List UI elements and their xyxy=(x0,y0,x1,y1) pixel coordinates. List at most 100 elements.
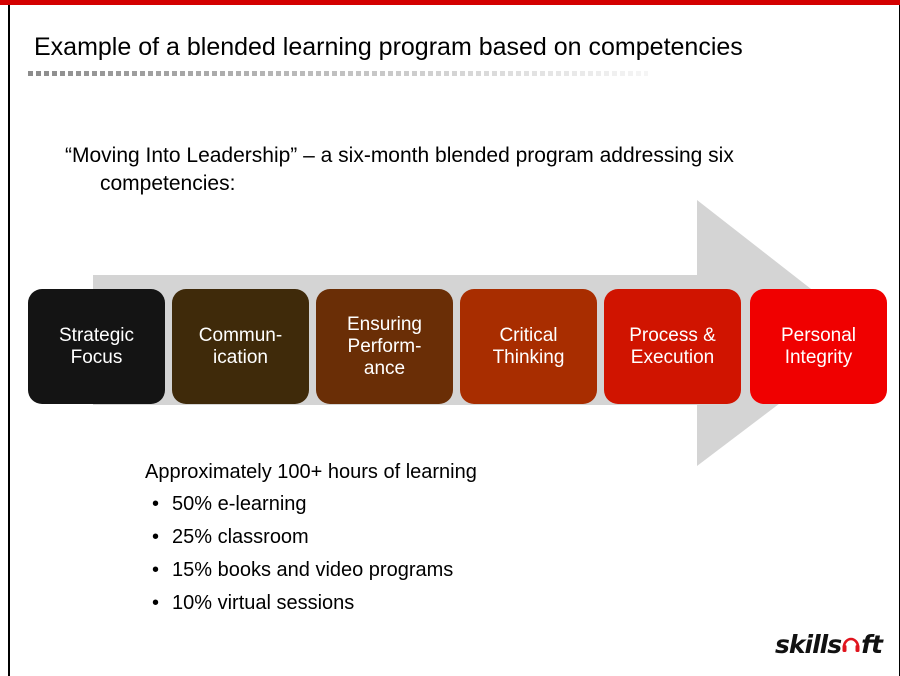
underline-dot xyxy=(308,71,313,76)
underline-dot xyxy=(116,71,121,76)
underline-dot xyxy=(492,71,497,76)
headphones-icon xyxy=(842,637,860,652)
competency-process-execution: Process & Execution xyxy=(604,289,741,404)
competency-strategic-focus: Strategic Focus xyxy=(28,289,165,404)
underline-dot xyxy=(180,71,185,76)
underline-dot xyxy=(332,71,337,76)
logo-text-left: skills xyxy=(775,630,842,659)
underline-dot xyxy=(52,71,57,76)
competency-label: Strategic Focus xyxy=(59,324,134,368)
underline-dot xyxy=(516,71,521,76)
underline-dot xyxy=(444,71,449,76)
list-item-text: 10% virtual sessions xyxy=(172,592,355,614)
underline-dot xyxy=(244,71,249,76)
competency-label: Commun- ication xyxy=(198,324,283,368)
underline-dot xyxy=(588,71,593,76)
underline-dot xyxy=(356,71,361,76)
underline-dot xyxy=(452,71,457,76)
underline-dot xyxy=(396,71,401,76)
underline-dot xyxy=(628,71,633,76)
competency-label: Critical Thinking xyxy=(492,324,565,368)
underline-dot xyxy=(268,71,273,76)
learning-hours-heading: Approximately 100+ hours of learning xyxy=(145,461,477,483)
underline-dot xyxy=(364,71,369,76)
bullet-icon: • xyxy=(152,493,160,515)
bullet-icon: • xyxy=(152,526,160,548)
underline-dot xyxy=(92,71,97,76)
underline-dot xyxy=(164,71,169,76)
underline-dot xyxy=(436,71,441,76)
underline-dot xyxy=(380,71,385,76)
underline-dot xyxy=(524,71,529,76)
underline-dot xyxy=(260,71,265,76)
underline-dot xyxy=(68,71,73,76)
list-item: • 50% e-learning xyxy=(150,492,453,525)
competency-label: Process & Execution xyxy=(629,324,716,368)
underline-dot xyxy=(228,71,233,76)
underline-dot xyxy=(132,71,137,76)
underline-dot xyxy=(108,71,113,76)
underline-dot xyxy=(292,71,297,76)
competency-label: Personal Integrity xyxy=(781,324,856,368)
bullet-icon: • xyxy=(152,559,160,581)
underline-dot xyxy=(276,71,281,76)
list-item: • 15% books and video programs xyxy=(150,558,453,591)
list-item-text: 25% classroom xyxy=(172,526,309,548)
list-item: • 25% classroom xyxy=(150,525,453,558)
list-item-text: 15% books and video programs xyxy=(172,559,454,581)
top-accent-bar xyxy=(0,0,900,5)
underline-dot xyxy=(100,71,105,76)
underline-dot xyxy=(540,71,545,76)
underline-dot xyxy=(580,71,585,76)
underline-dot xyxy=(188,71,193,76)
underline-dot xyxy=(348,71,353,76)
slide-subtitle: “Moving Into Leadership” – a six-month b… xyxy=(65,142,876,198)
underline-dot xyxy=(644,71,648,76)
underline-dot xyxy=(84,71,89,76)
underline-dot xyxy=(548,71,553,76)
underline-dot xyxy=(28,71,33,76)
underline-dot xyxy=(196,71,201,76)
subtitle-line-2: competencies: xyxy=(100,172,236,195)
underline-dot xyxy=(556,71,561,76)
underline-dot xyxy=(404,71,409,76)
underline-dot xyxy=(612,71,617,76)
underline-dot xyxy=(252,71,257,76)
underline-dot xyxy=(212,71,217,76)
underline-dot xyxy=(124,71,129,76)
underline-dot xyxy=(316,71,321,76)
underline-dot xyxy=(636,71,641,76)
underline-dot xyxy=(604,71,609,76)
underline-dot xyxy=(236,71,241,76)
underline-dot xyxy=(300,71,305,76)
underline-dot xyxy=(428,71,433,76)
competency-critical-thinking: Critical Thinking xyxy=(460,289,597,404)
underline-dot xyxy=(468,71,473,76)
learning-mix-list: • 50% e-learning • 25% classroom • 15% book… xyxy=(150,492,453,624)
underline-dot xyxy=(564,71,569,76)
underline-dot xyxy=(388,71,393,76)
underline-dot xyxy=(140,71,145,76)
underline-dot xyxy=(508,71,513,76)
list-item-text: 50% e-learning xyxy=(172,493,307,515)
underline-dot xyxy=(156,71,161,76)
subtitle-line-1: “Moving Into Leadership” – a six-month b… xyxy=(65,144,734,167)
underline-dot xyxy=(620,71,625,76)
competency-personal-integrity: Personal Integrity xyxy=(750,289,887,404)
bullet-icon: • xyxy=(152,592,160,614)
underline-dot xyxy=(412,71,417,76)
logo-o-mark xyxy=(841,632,861,652)
underline-dot xyxy=(420,71,425,76)
underline-dot xyxy=(484,71,489,76)
underline-dot xyxy=(460,71,465,76)
underline-dot xyxy=(36,71,41,76)
competency-ensuring-performance: Ensuring Perform- ance xyxy=(316,289,453,404)
underline-dot xyxy=(596,71,601,76)
underline-dot xyxy=(476,71,481,76)
underline-dot xyxy=(284,71,289,76)
underline-dot xyxy=(44,71,49,76)
logo-wordmark: skills ft xyxy=(775,630,883,660)
underline-dot xyxy=(340,71,345,76)
underline-dot xyxy=(324,71,329,76)
underline-dot xyxy=(148,71,153,76)
